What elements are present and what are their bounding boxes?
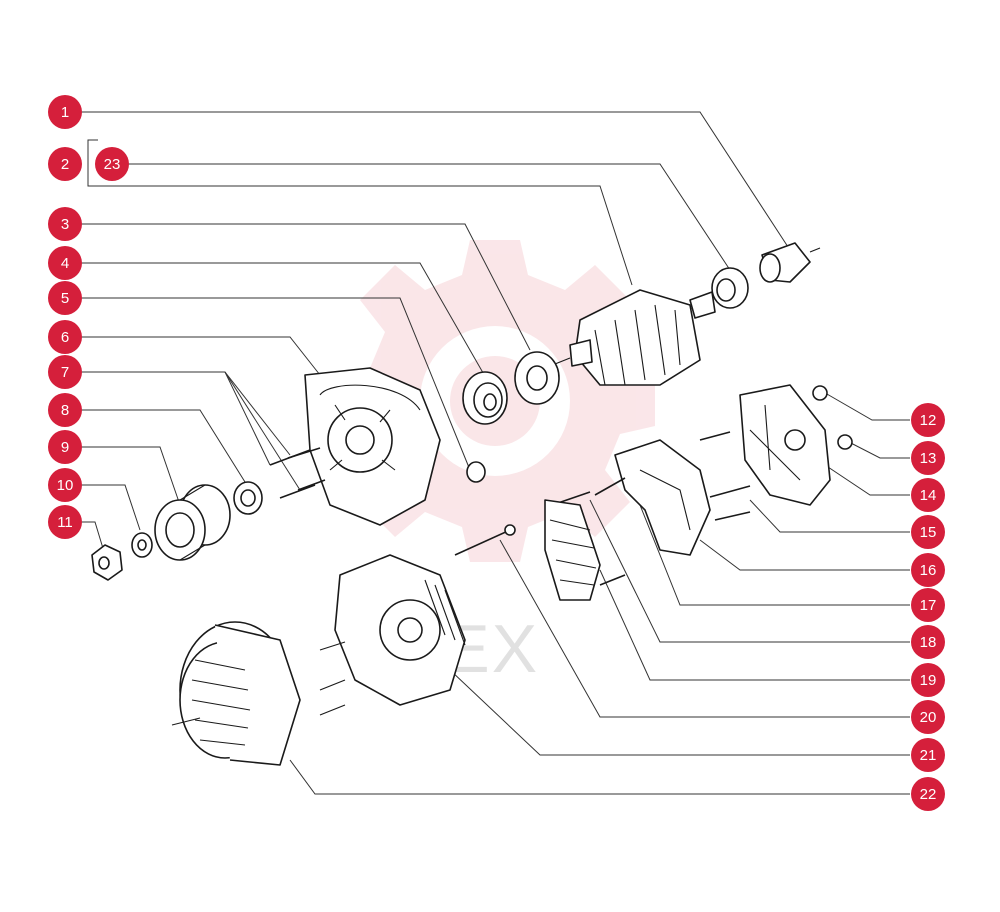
callouts: 1 2 23 3 4 5 6 7 8 9 10 11 12 13 14 15 1… xyxy=(48,95,945,811)
callout-number: 5 xyxy=(61,290,69,307)
callout-17: 17 xyxy=(911,588,945,622)
callout-badge xyxy=(911,403,945,437)
callout-number: 1 xyxy=(61,104,69,121)
callout-badge xyxy=(48,505,82,539)
callout-13: 13 xyxy=(911,441,945,475)
callout-3: 3 xyxy=(48,207,82,241)
callout-badge xyxy=(48,281,82,315)
callout-badge xyxy=(48,355,82,389)
part-rear-cover xyxy=(739,384,831,506)
callout-number: 17 xyxy=(920,597,937,614)
callout-badge xyxy=(911,663,945,697)
group-bracket xyxy=(87,139,98,186)
callout-number: 10 xyxy=(57,477,74,494)
callout-badge xyxy=(48,147,82,181)
callout-number: 9 xyxy=(61,439,69,456)
callout-number: 14 xyxy=(920,487,937,504)
part-bearing-plate xyxy=(514,351,560,405)
callout-number: 12 xyxy=(920,412,937,429)
callout-15: 15 xyxy=(911,515,945,549)
callout-11: 11 xyxy=(48,505,82,539)
callout-badge xyxy=(48,468,82,502)
callout-5: 5 xyxy=(48,281,82,315)
callout-16: 16 xyxy=(911,553,945,587)
leader-lines xyxy=(80,111,910,795)
callout-4: 4 xyxy=(48,246,82,280)
callout-number: 21 xyxy=(920,747,937,764)
part-regulator-screws xyxy=(557,477,626,504)
callout-badge xyxy=(911,777,945,811)
callout-badge xyxy=(48,430,82,464)
callout-9: 9 xyxy=(48,430,82,464)
callout-number: 7 xyxy=(61,364,69,381)
callout-8: 8 xyxy=(48,393,82,427)
part-front-housing xyxy=(304,367,441,526)
callout-18: 18 xyxy=(911,625,945,659)
callout-badge xyxy=(911,738,945,772)
callout-badge xyxy=(48,95,82,129)
callout-22: 22 xyxy=(911,777,945,811)
callout-number: 4 xyxy=(61,255,69,272)
callout-number: 16 xyxy=(920,562,937,579)
part-front-bearing xyxy=(462,371,508,425)
part-spacer xyxy=(466,461,486,483)
callout-number: 22 xyxy=(920,786,937,803)
callout-number: 11 xyxy=(57,514,73,531)
callout-number: 15 xyxy=(920,524,937,541)
part-spacer-ring xyxy=(233,481,263,515)
callout-number: 3 xyxy=(61,216,69,233)
part-terminal-nuts xyxy=(812,385,853,450)
part-long-bolt xyxy=(454,524,516,556)
part-rectifier xyxy=(544,499,626,601)
callout-number: 19 xyxy=(920,672,937,689)
callout-badge xyxy=(911,700,945,734)
callout-7: 7 xyxy=(48,355,82,389)
callout-badge xyxy=(48,207,82,241)
callout-14: 14 xyxy=(911,478,945,512)
callout-number: 20 xyxy=(920,709,937,726)
callout-badge xyxy=(48,246,82,280)
callout-number: 8 xyxy=(61,402,69,419)
part-stator xyxy=(171,621,346,766)
callout-10: 10 xyxy=(48,468,82,502)
part-cover-screws xyxy=(699,431,751,521)
callout-23: 23 xyxy=(95,147,129,181)
callout-6: 6 xyxy=(48,320,82,354)
callout-number: 23 xyxy=(104,156,121,173)
callout-badge xyxy=(48,320,82,354)
part-washer xyxy=(131,532,153,558)
parts xyxy=(91,242,853,766)
callout-21: 21 xyxy=(911,738,945,772)
part-rotor xyxy=(544,289,716,386)
callout-badge xyxy=(911,515,945,549)
callout-badge xyxy=(911,441,945,475)
part-small-bearing xyxy=(711,267,749,309)
part-bolts xyxy=(269,447,326,499)
part-pulley xyxy=(154,484,231,561)
callout-1: 1 xyxy=(48,95,82,129)
callout-badge xyxy=(911,553,945,587)
callout-12: 12 xyxy=(911,403,945,437)
callout-number: 2 xyxy=(61,156,69,173)
callout-number: 18 xyxy=(920,634,937,651)
callout-badge xyxy=(911,588,945,622)
callout-number: 6 xyxy=(61,329,69,346)
callout-2: 2 xyxy=(48,147,82,181)
callout-number: 13 xyxy=(920,450,937,467)
part-rear-housing xyxy=(334,554,466,706)
callout-20: 20 xyxy=(911,700,945,734)
callout-badge xyxy=(48,393,82,427)
part-regulator xyxy=(614,439,711,556)
callout-19: 19 xyxy=(911,663,945,697)
part-cap xyxy=(759,242,821,283)
callout-badge xyxy=(911,625,945,659)
callout-badge xyxy=(95,147,129,181)
callout-badge xyxy=(911,478,945,512)
part-nut xyxy=(91,544,123,581)
